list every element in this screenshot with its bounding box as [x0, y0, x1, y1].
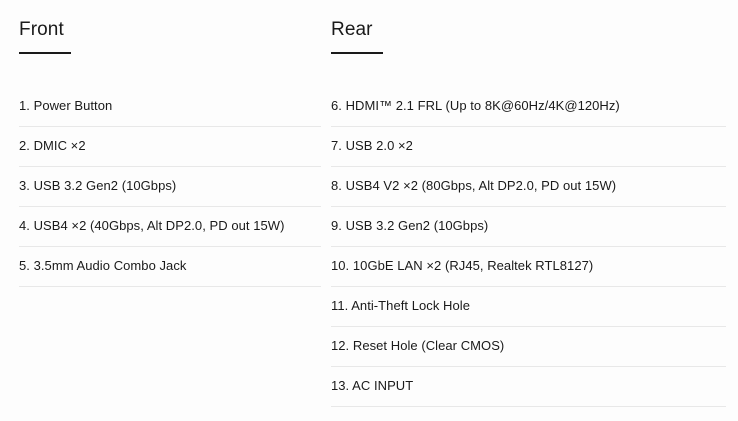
spec-row-label: 12. Reset Hole (Clear CMOS)	[331, 337, 505, 353]
spec-row: 11. Anti-Theft Lock Hole	[331, 287, 726, 327]
heading-underline-rear	[331, 51, 383, 54]
spec-row-label: 2. DMIC ×2	[19, 137, 86, 153]
spec-row: 3. USB 3.2 Gen2 (10Gbps)	[19, 167, 321, 207]
spec-row: 13. AC INPUT	[331, 367, 726, 407]
spec-row-label: 10. 10GbE LAN ×2 (RJ45, Realtek RTL8127)	[331, 257, 594, 273]
spec-row-label: 4. USB4 ×2 (40Gbps, Alt DP2.0, PD out 15…	[19, 217, 285, 233]
spec-row-label: 1. Power Button	[19, 97, 113, 113]
column-front: Front 1. Power Button 2. DMIC ×2 3. USB 3.…	[19, 0, 321, 287]
spec-row-label: 3. USB 3.2 Gen2 (10Gbps)	[19, 177, 177, 193]
spec-row: 8. USB4 V2 ×2 (80Gbps, Alt DP2.0, PD out…	[331, 167, 726, 207]
spec-row: 9. USB 3.2 Gen2 (10Gbps)	[331, 207, 726, 247]
spec-row-label: 9. USB 3.2 Gen2 (10Gbps)	[331, 217, 489, 233]
spec-list-front: 1. Power Button 2. DMIC ×2 3. USB 3.2 Gen2…	[19, 87, 321, 287]
column-rear: Rear 6. HDMI™ 2.1 FRL (Up to 8K@60Hz/4K@…	[331, 0, 726, 407]
heading-underline-front	[19, 51, 71, 54]
spec-row: 10. 10GbE LAN ×2 (RJ45, Realtek RTL8127)	[331, 247, 726, 287]
spec-row: 2. DMIC ×2	[19, 127, 321, 167]
spec-row-label: 6. HDMI™ 2.1 FRL (Up to 8K@60Hz/4K@120Hz…	[331, 97, 620, 113]
spec-row: 5. 3.5mm Audio Combo Jack	[19, 247, 321, 287]
spec-row-label: 8. USB4 V2 ×2 (80Gbps, Alt DP2.0, PD out…	[331, 177, 617, 193]
spec-row: 1. Power Button	[19, 87, 321, 127]
spec-row-label: 13. AC INPUT	[331, 377, 414, 393]
column-heading-rear: Rear	[331, 19, 373, 40]
spec-row: 6. HDMI™ 2.1 FRL (Up to 8K@60Hz/4K@120Hz…	[331, 87, 726, 127]
column-heading-front: Front	[19, 19, 64, 40]
spec-row-label: 5. 3.5mm Audio Combo Jack	[19, 257, 187, 273]
spec-row: 12. Reset Hole (Clear CMOS)	[331, 327, 726, 367]
spec-row-label: 7. USB 2.0 ×2	[331, 137, 413, 153]
spec-list-rear: 6. HDMI™ 2.1 FRL (Up to 8K@60Hz/4K@120Hz…	[331, 87, 726, 407]
spec-row: 7. USB 2.0 ×2	[331, 127, 726, 167]
spec-row-label: 11. Anti-Theft Lock Hole	[331, 297, 470, 313]
spec-row: 4. USB4 ×2 (40Gbps, Alt DP2.0, PD out 15…	[19, 207, 321, 247]
